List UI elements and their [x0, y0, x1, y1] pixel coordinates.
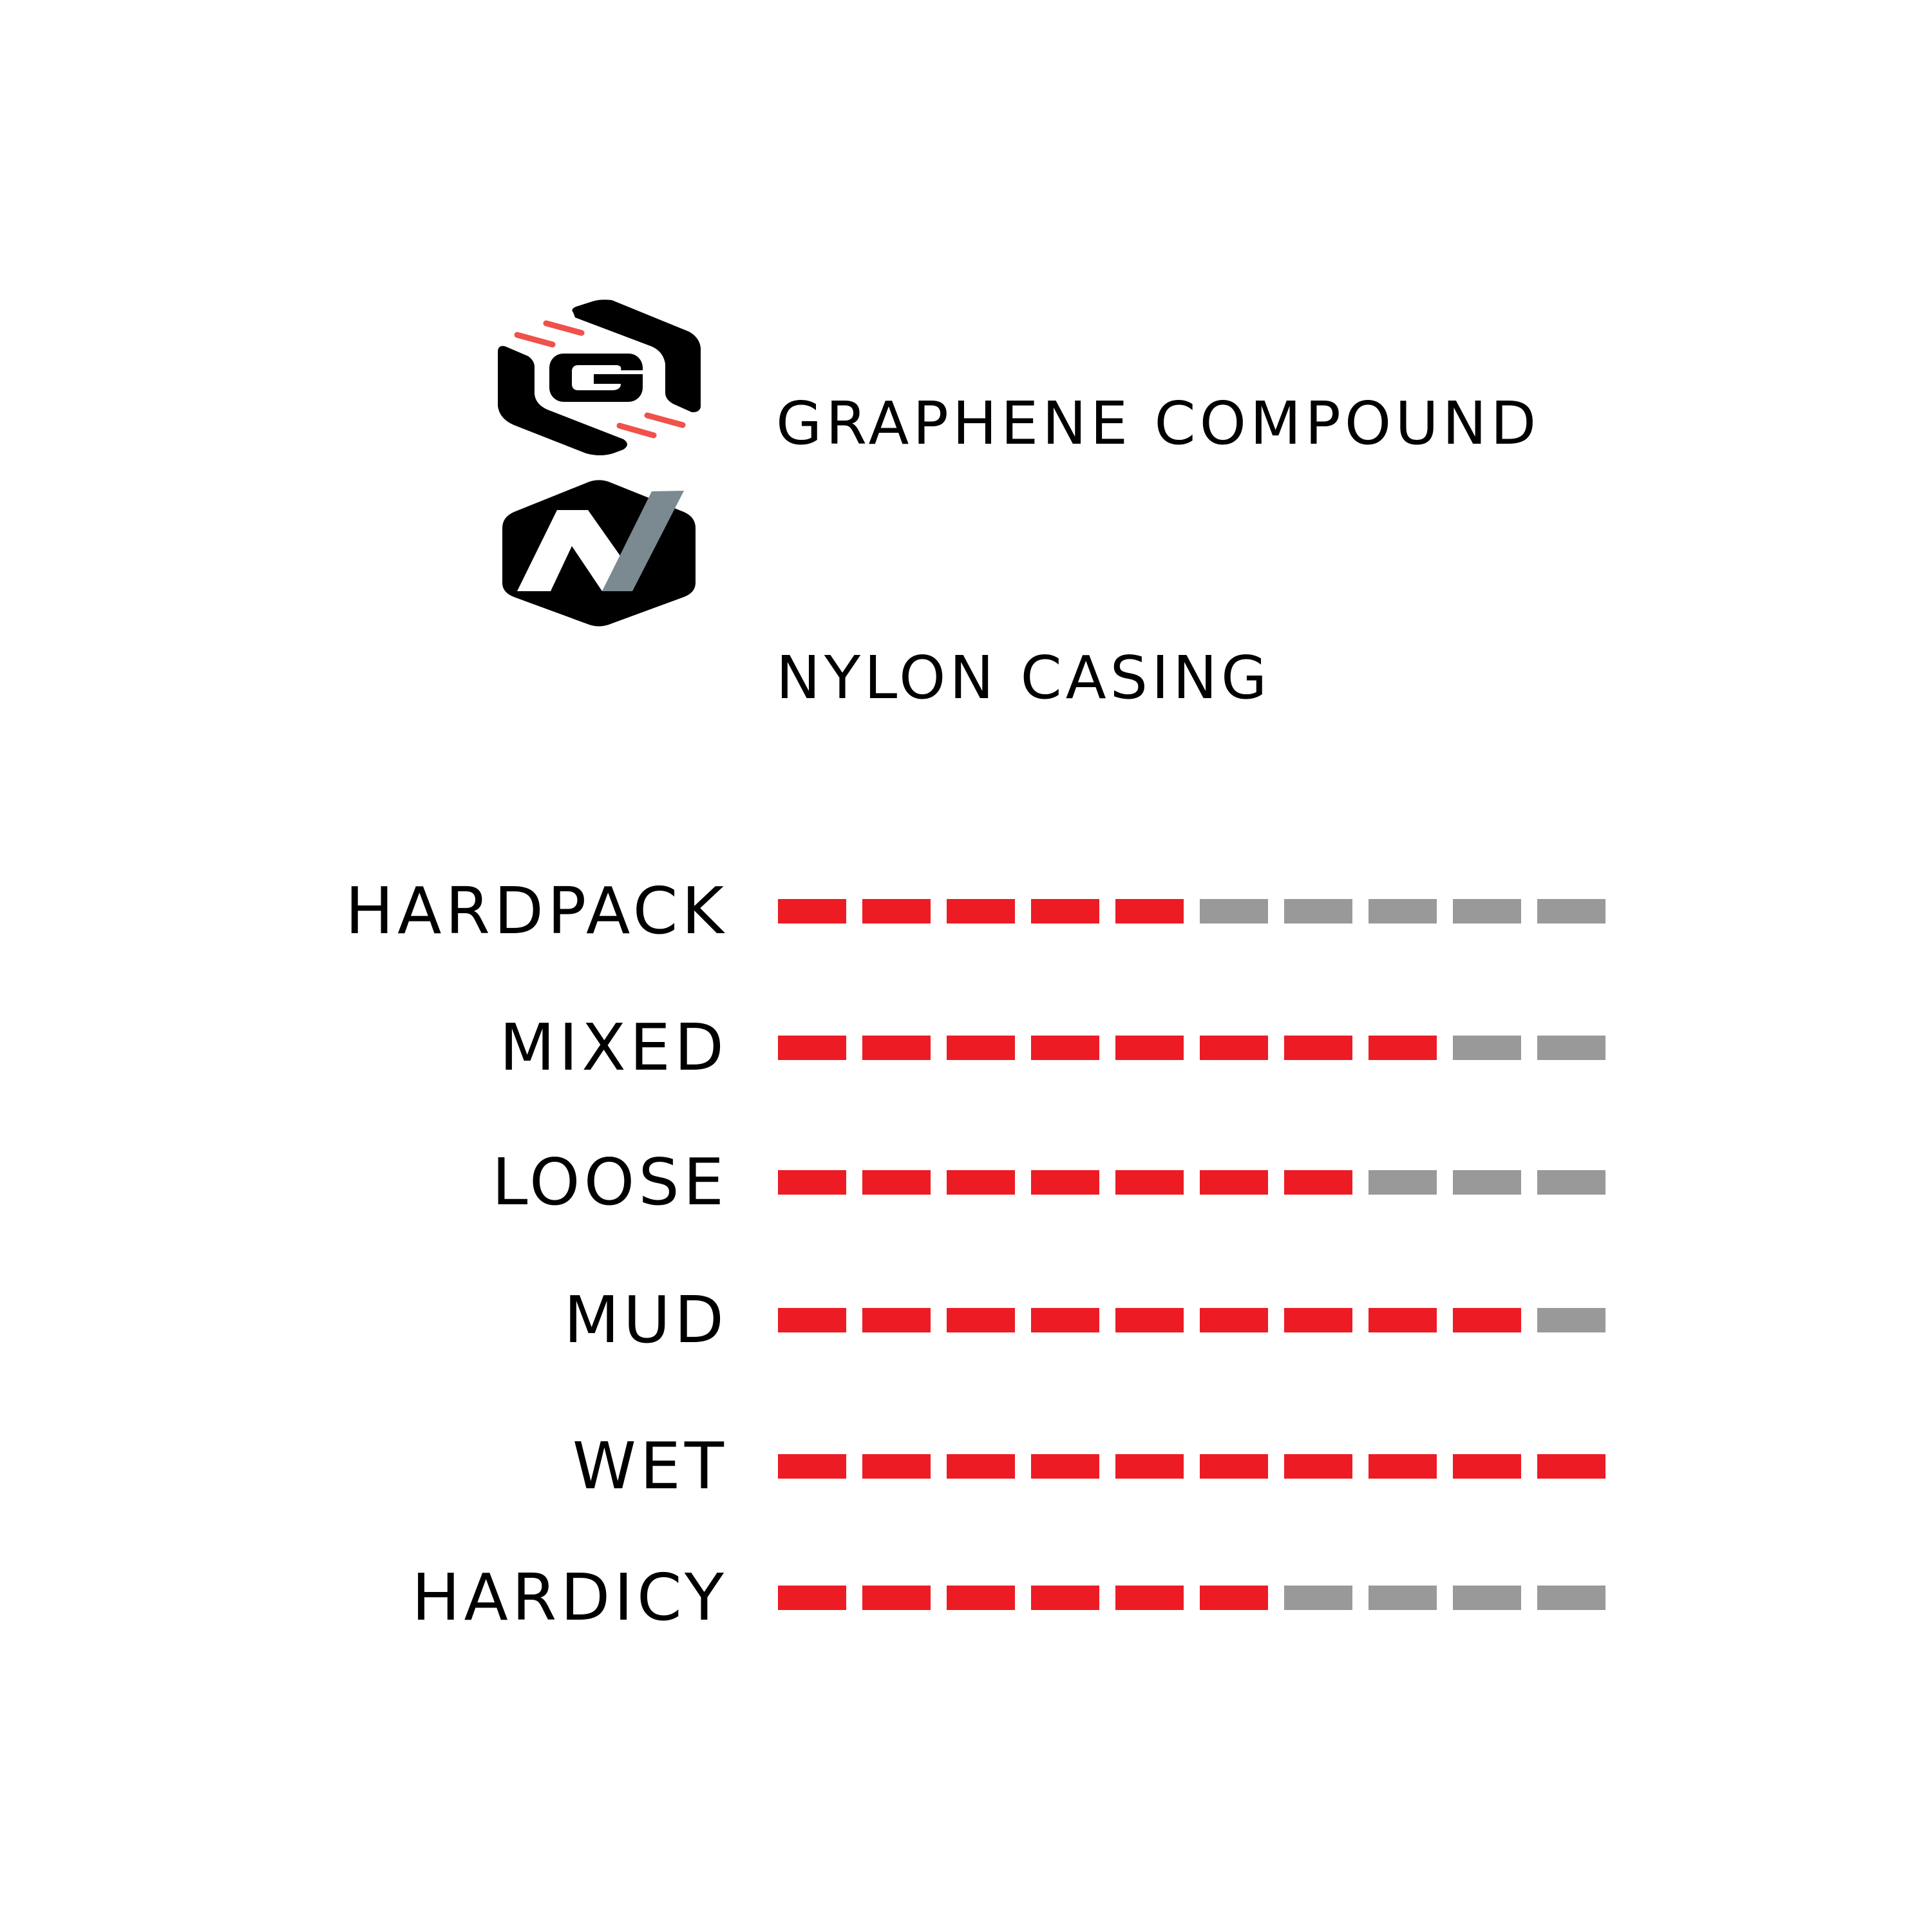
rating-segment-filled: [862, 1586, 931, 1610]
rating-segment-empty: [1453, 899, 1521, 923]
rating-segment-filled: [1115, 1036, 1184, 1060]
rating-segment-filled: [1200, 1036, 1268, 1060]
rating-segment-filled: [947, 1586, 1015, 1610]
rating-segment-empty: [1537, 1036, 1605, 1060]
rating-segment-empty: [1368, 1170, 1437, 1195]
rating-segment-filled: [778, 1170, 846, 1195]
rating-label: MIXED: [499, 1010, 728, 1085]
rating-label: WET: [572, 1428, 728, 1504]
rating-segment-filled: [778, 899, 846, 923]
rating-segment-filled: [1200, 1170, 1268, 1195]
rating-segment-filled: [1031, 899, 1099, 923]
rating-segment-empty: [1284, 899, 1352, 923]
rating-segment-filled: [1453, 1308, 1521, 1332]
rating-segment-empty: [1453, 1036, 1521, 1060]
feature-graphene-compound: GRAPHENE COMPOUND: [776, 389, 1540, 458]
rating-row-loose: LOOSE: [0, 1144, 1932, 1221]
rating-segment-filled: [1200, 1586, 1268, 1610]
rating-segment-empty: [1368, 899, 1437, 923]
rating-row-hardicy: HARDICY: [0, 1559, 1932, 1636]
rating-segment-empty: [1537, 1586, 1605, 1610]
rating-segment-filled: [778, 1036, 846, 1060]
rating-segment-filled: [1115, 1454, 1184, 1479]
rating-segment-filled: [1200, 1308, 1268, 1332]
rating-bar: [778, 899, 1605, 923]
rating-row-hardpack: HARDPACK: [0, 873, 1932, 950]
rating-segment-filled: [862, 1454, 931, 1479]
rating-label: HARDICY: [412, 1560, 728, 1635]
rating-segment-empty: [1284, 1586, 1352, 1610]
graphene-g-hexagon-icon: [498, 299, 701, 455]
rating-segment-filled: [1284, 1308, 1352, 1332]
rating-row-mud: MUD: [0, 1282, 1932, 1359]
rating-segment-filled: [1115, 899, 1184, 923]
rating-segment-filled: [862, 1170, 931, 1195]
rating-label: MUD: [564, 1282, 728, 1358]
rating-segment-filled: [778, 1454, 846, 1479]
rating-row-mixed: MIXED: [0, 1009, 1932, 1086]
rating-segment-filled: [947, 899, 1015, 923]
rating-label: LOOSE: [491, 1144, 728, 1220]
rating-bar: [778, 1586, 1605, 1610]
rating-segment-filled: [1115, 1170, 1184, 1195]
rating-segment-filled: [1031, 1308, 1099, 1332]
logos: [498, 299, 701, 627]
rating-segment-filled: [1537, 1454, 1605, 1479]
rating-segment-filled: [1368, 1036, 1437, 1060]
rating-segment-filled: [1453, 1454, 1521, 1479]
rating-segment-empty: [1537, 1308, 1605, 1332]
rating-segment-filled: [1115, 1308, 1184, 1332]
rating-bar: [778, 1454, 1605, 1479]
rating-segment-filled: [1115, 1586, 1184, 1610]
rating-segment-filled: [1031, 1036, 1099, 1060]
rating-row-wet: WET: [0, 1428, 1932, 1505]
rating-segment-empty: [1537, 1170, 1605, 1195]
rating-segment-empty: [1453, 1170, 1521, 1195]
rating-segment-filled: [1200, 1454, 1268, 1479]
rating-segment-filled: [1284, 1454, 1352, 1479]
feature-nylon-casing: NYLON CASING: [776, 643, 1271, 712]
rating-segment-filled: [778, 1308, 846, 1332]
rating-segment-empty: [1200, 899, 1268, 923]
rating-segment-filled: [1368, 1308, 1437, 1332]
rating-segment-filled: [947, 1170, 1015, 1195]
nylon-n-hexagon-icon: [502, 480, 696, 627]
rating-segment-filled: [862, 1308, 931, 1332]
rating-segment-filled: [1031, 1454, 1099, 1479]
rating-segment-empty: [1368, 1586, 1437, 1610]
rating-segment-filled: [947, 1308, 1015, 1332]
rating-bar: [778, 1308, 1605, 1332]
rating-bar: [778, 1170, 1605, 1195]
rating-segment-filled: [1284, 1170, 1352, 1195]
rating-segment-empty: [1537, 899, 1605, 923]
rating-segment-filled: [1031, 1170, 1099, 1195]
rating-segment-filled: [1031, 1586, 1099, 1610]
rating-segment-filled: [862, 1036, 931, 1060]
rating-segment-filled: [862, 899, 931, 923]
rating-segment-filled: [947, 1454, 1015, 1479]
rating-segment-filled: [1368, 1454, 1437, 1479]
rating-label: HARDPACK: [345, 873, 728, 949]
rating-segment-empty: [1453, 1586, 1521, 1610]
rating-segment-filled: [1284, 1036, 1352, 1060]
rating-bar: [778, 1036, 1605, 1060]
rating-segment-filled: [778, 1586, 846, 1610]
rating-segment-filled: [947, 1036, 1015, 1060]
